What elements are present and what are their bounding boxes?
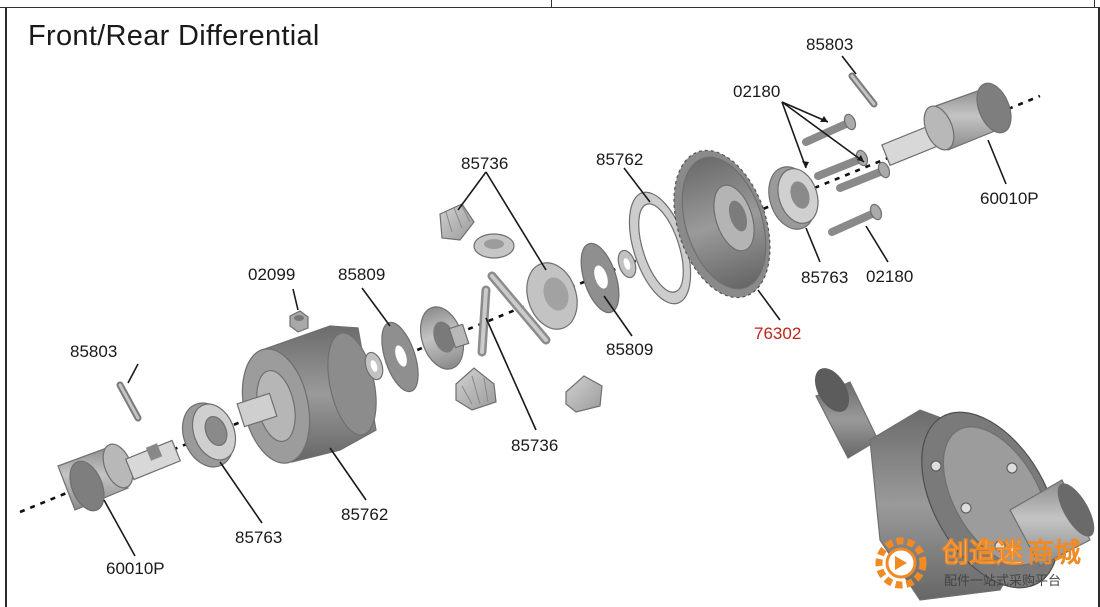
leader-60010P-right [987, 139, 1007, 185]
leader-85803-left [127, 363, 139, 384]
part-washer-right [617, 249, 637, 279]
part-bearing-right [768, 166, 819, 230]
leader-02180-top-a [781, 101, 829, 123]
leader-85736-bottom [485, 317, 537, 431]
label-60010P-right: 60010P [980, 189, 1039, 208]
part-spider-gear-upper [439, 203, 475, 241]
leader-76302 [757, 289, 781, 321]
part-side-gear-left [419, 306, 470, 370]
frame-left-border [5, 8, 7, 607]
part-spider-gear-lower [455, 367, 497, 411]
leader-85809-right [603, 295, 633, 337]
part-spider-gear-right [565, 375, 603, 413]
leader-lines [103, 55, 1007, 557]
label-85809-left: 85809 [338, 265, 385, 284]
part-cross-pins [477, 271, 551, 357]
label-85736-top: 85736 [461, 154, 508, 173]
leader-85762-top [623, 167, 651, 203]
part-differential-case [236, 325, 377, 464]
label-60010P-left: 60010P [106, 559, 165, 578]
part-nut [289, 310, 309, 333]
leader-60010P-left [103, 499, 136, 557]
watermark-tagline: 配件一站式采购平台 [944, 573, 1061, 589]
gear-logo-icon [875, 537, 927, 589]
label-85762-top: 85762 [596, 150, 643, 169]
label-85762-bottom: 85762 [341, 505, 388, 524]
part-outdrive-cup-left [57, 439, 182, 512]
part-bearing-left [181, 402, 237, 468]
leader-85736-top-a [457, 171, 487, 211]
part-pin-left [116, 381, 142, 422]
label-02180-right: 02180 [866, 267, 913, 286]
watermark-name-part1: 创造迷 [941, 538, 1024, 569]
leader-02180-top-c [781, 101, 865, 163]
leader-85763-left [219, 461, 263, 524]
leader-02180-top-b [781, 101, 807, 169]
frame-top-border [0, 0, 1100, 8]
part-small-washer [364, 351, 384, 381]
label-85763-right: 85763 [801, 268, 848, 287]
part-spider-disc [473, 233, 515, 259]
part-shim-left [381, 321, 419, 393]
label-85803-top: 85803 [806, 35, 853, 54]
leader-85803-right [841, 55, 857, 75]
leader-85763-right [805, 227, 821, 263]
label-02180-top: 02180 [733, 82, 780, 101]
leader-85736-top-b [485, 171, 547, 271]
part-screws [802, 113, 891, 236]
watermark-name-part2: 商城 [1027, 538, 1081, 569]
watermark: 创造迷 商城 配件一站式采购平台 [875, 537, 1081, 589]
leader-02180-right [865, 225, 889, 263]
leader-85762-bottom [329, 447, 367, 501]
frame-tick-mark [1094, 0, 1095, 8]
label-02099: 02099 [248, 265, 295, 284]
label-76302: 76302 [754, 324, 801, 343]
part-ring-gear [673, 149, 771, 299]
leader-02099 [292, 288, 299, 311]
part-labels: 85803 02180 60010P 85762 85736 02099 858… [70, 35, 1039, 578]
label-85803-left: 85803 [70, 342, 117, 361]
assembled-differential-inset [814, 368, 1095, 601]
diagram-title: Front/Rear Differential [28, 20, 320, 52]
leader-85809-left [361, 287, 391, 327]
frame-tick-mark [551, 0, 552, 8]
part-pin-right [848, 72, 878, 108]
frame-right-border [1098, 8, 1100, 607]
part-outdrive-cup-right [881, 82, 1012, 167]
label-85809-right: 85809 [606, 340, 653, 359]
part-bevel-gear-main [526, 262, 578, 330]
label-85763-bottom: 85763 [235, 528, 282, 547]
label-85736-bottom: 85736 [511, 436, 558, 455]
part-shim-right [580, 242, 620, 314]
